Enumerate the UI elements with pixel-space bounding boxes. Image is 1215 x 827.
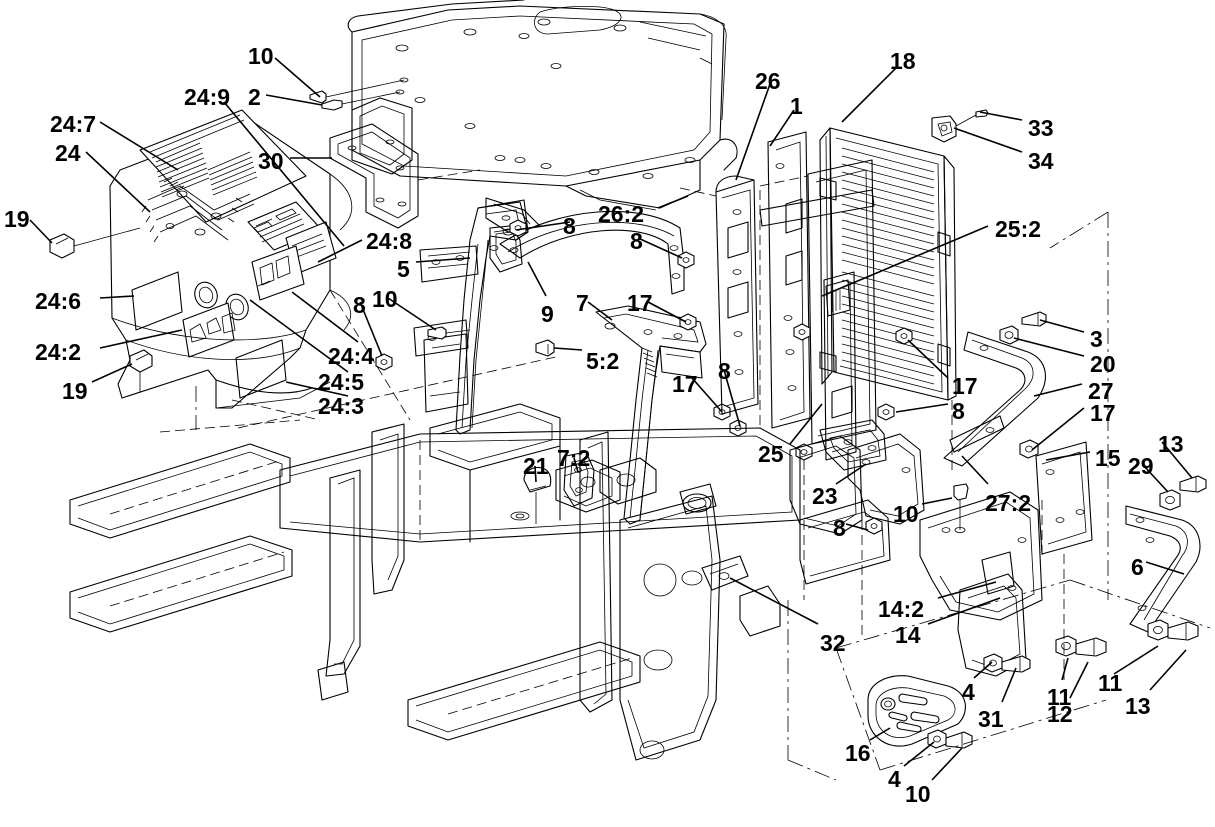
callout-8: 8 — [718, 358, 731, 384]
guard-frame-1 — [759, 131, 887, 471]
rops-post-right — [535, 305, 747, 525]
callout-26: 26 — [755, 68, 781, 94]
callout-14: 14 — [895, 622, 921, 648]
callout-19: 19 — [4, 206, 30, 232]
callout-11: 11 — [1047, 684, 1072, 710]
callout-13: 13 — [1125, 693, 1151, 719]
callout-24-2: 24:2 — [35, 339, 82, 365]
bracket-30 — [329, 123, 481, 229]
guard-panel-26 — [679, 175, 759, 415]
callout-27-2: 27:2 — [985, 490, 1032, 516]
callout-18: 18 — [890, 48, 916, 74]
callout-10: 10 — [905, 781, 931, 807]
callout-24: 24 — [55, 140, 81, 166]
footplate-16 — [867, 619, 1199, 749]
callout-17: 17 — [672, 371, 698, 397]
callout-23: 23 — [812, 483, 838, 509]
callout-6: 6 — [1131, 554, 1144, 580]
cross-member-9 — [499, 210, 695, 295]
seat-deck-assembly — [347, 0, 738, 233]
assembly-reference-lines — [159, 190, 1211, 781]
callout-25: 25 — [758, 441, 784, 467]
callout-24-9: 24:9 — [184, 84, 231, 110]
callout-19: 19 — [62, 378, 88, 404]
control-panel-assembly — [49, 109, 353, 409]
callout-25-2: 25:2 — [995, 216, 1042, 242]
callout-8: 8 — [353, 292, 366, 318]
callout-8: 8 — [563, 213, 576, 239]
callout-20: 20 — [1090, 351, 1116, 377]
callout-24-4: 24:4 — [328, 343, 375, 369]
leader-lines — [29, 57, 1193, 781]
callout-7: 7 — [576, 290, 589, 316]
callout-27: 27 — [1088, 378, 1114, 404]
deck-bolts — [309, 77, 409, 111]
callout-29: 29 — [1128, 453, 1154, 479]
callout-4: 4 — [962, 679, 975, 705]
callout-11: 11 — [1098, 670, 1123, 696]
callout-4: 4 — [888, 766, 901, 792]
callout-8: 8 — [833, 515, 846, 541]
bumper-6 — [1125, 475, 1207, 633]
callout-24-8: 24:8 — [366, 228, 413, 254]
callout-1: 1 — [790, 93, 803, 119]
callout-2: 2 — [248, 84, 261, 110]
callout-17: 17 — [1090, 400, 1116, 426]
callout-21: 21 — [523, 453, 549, 479]
callout-8: 8 — [630, 228, 643, 254]
bumper-27 — [943, 311, 1093, 555]
callout-26-2: 26:2 — [598, 201, 645, 227]
callout-30: 30 — [258, 148, 284, 174]
callout-32: 32 — [820, 630, 846, 656]
callout-12: 12 — [1047, 701, 1073, 727]
callout-10: 10 — [372, 286, 398, 312]
callout-15: 15 — [1095, 445, 1121, 471]
callout-33: 33 — [1028, 115, 1054, 141]
callout-17: 17 — [952, 373, 978, 399]
callout-7-2: 7:2 — [557, 445, 591, 471]
callout-17: 17 — [627, 290, 653, 316]
callout-9: 9 — [541, 301, 554, 327]
callout-5: 5 — [397, 256, 410, 282]
callout-8: 8 — [952, 398, 965, 424]
callout-16: 16 — [845, 740, 871, 766]
callout-24-6: 24:6 — [35, 288, 82, 314]
callout-14-2: 14:2 — [878, 596, 925, 622]
callout-34: 34 — [1028, 148, 1054, 174]
callout-3: 3 — [1090, 326, 1103, 352]
callout-24-7: 24:7 — [50, 111, 97, 137]
callout-10: 10 — [248, 43, 274, 69]
callout-13: 13 — [1158, 431, 1184, 457]
callout-5-2: 5:2 — [586, 348, 620, 374]
callout-24-5: 24:5 — [318, 369, 365, 395]
callout-31: 31 — [978, 706, 1004, 732]
grille-18 — [819, 109, 989, 401]
callout-24-3: 24:3 — [318, 393, 365, 419]
callout-10: 10 — [893, 501, 919, 527]
